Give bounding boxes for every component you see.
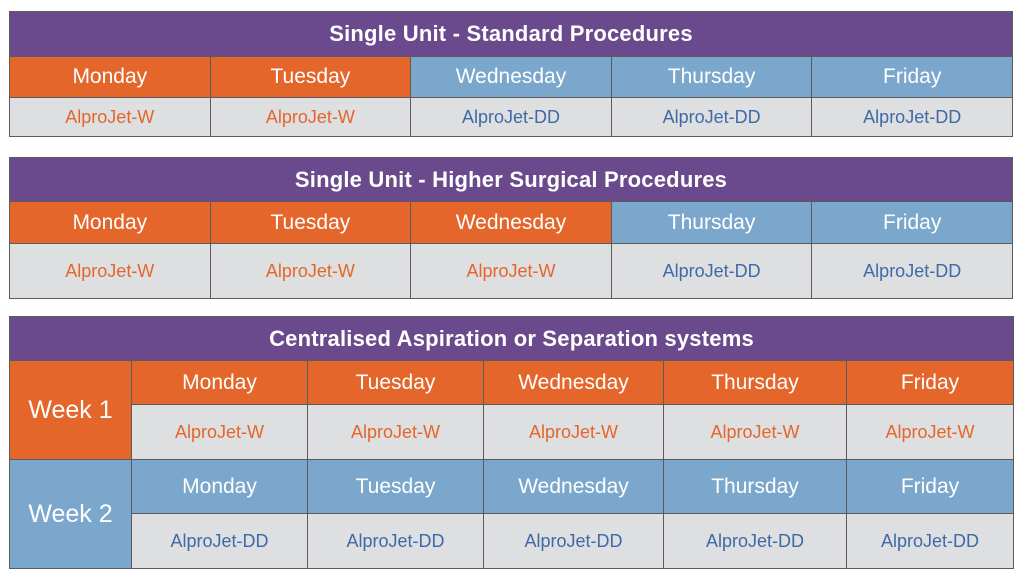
product-row: AlproJet-W AlproJet-W AlproJet-DD AlproJ…	[9, 97, 1013, 137]
product-cell-thursday: AlproJet-DD	[663, 513, 847, 569]
day-header-thursday: Thursday	[663, 459, 847, 514]
day-header-monday: Monday	[9, 56, 211, 98]
product-cell-wednesday: AlproJet-DD	[410, 97, 612, 137]
week-1-day-row: Week 1 Monday Tuesday Wednesday Thursday…	[9, 360, 1014, 460]
day-header-friday: Friday	[811, 201, 1013, 244]
standard-procedures-table: Single Unit - Standard Procedures Monday…	[9, 11, 1013, 137]
product-row: AlproJet-W AlproJet-W AlproJet-W AlproJe…	[9, 243, 1013, 299]
day-header-row: Monday Tuesday Wednesday Thursday Friday	[9, 201, 1013, 244]
day-header-thursday: Thursday	[610, 201, 813, 244]
week-1-product-row: AlproJet-W AlproJet-W AlproJet-W AlproJe…	[10, 404, 1014, 460]
product-cell-friday: AlproJet-W	[846, 404, 1014, 460]
day-header-monday: Monday	[9, 201, 211, 244]
day-header-tuesday: Tuesday	[209, 201, 412, 244]
product-cell-tuesday: AlproJet-W	[307, 404, 484, 460]
product-cell-monday: AlproJet-W	[9, 97, 211, 137]
day-header-row: Monday Tuesday Wednesday Thursday Friday	[9, 56, 1013, 98]
day-header-monday: Monday	[131, 459, 308, 514]
product-cell-thursday: AlproJet-DD	[610, 97, 813, 137]
product-cell-friday: AlproJet-DD	[846, 513, 1014, 569]
week-2-day-row: Week 2 Monday Tuesday Wednesday Thursday…	[9, 459, 1014, 569]
centralised-systems-table: Centralised Aspiration or Separation sys…	[9, 316, 1014, 569]
product-cell-wednesday: AlproJet-DD	[483, 513, 664, 569]
day-header-tuesday: Tuesday	[209, 56, 412, 98]
product-cell-wednesday: AlproJet-W	[410, 243, 612, 299]
day-header-wednesday: Wednesday	[483, 360, 664, 405]
product-cell-tuesday: AlproJet-DD	[307, 513, 484, 569]
product-cell-monday: AlproJet-W	[131, 404, 308, 460]
day-header-friday: Friday	[846, 360, 1014, 405]
table-title: Single Unit - Standard Procedures	[9, 11, 1013, 57]
day-header-wednesday: Wednesday	[483, 459, 664, 514]
day-header-tuesday: Tuesday	[307, 459, 484, 514]
product-cell-tuesday: AlproJet-W	[209, 97, 412, 137]
week-1-label: Week 1	[9, 360, 132, 460]
day-header-thursday: Thursday	[610, 56, 813, 98]
day-header-wednesday: Wednesday	[410, 201, 612, 244]
day-header-monday: Monday	[131, 360, 308, 405]
day-header-tuesday: Tuesday	[307, 360, 484, 405]
product-cell-monday: AlproJet-DD	[131, 513, 308, 569]
week-2-label: Week 2	[9, 459, 132, 569]
day-header-wednesday: Wednesday	[410, 56, 612, 98]
product-cell-friday: AlproJet-DD	[811, 97, 1013, 137]
product-cell-thursday: AlproJet-DD	[610, 243, 813, 299]
higher-surgical-procedures-table: Single Unit - Higher Surgical Procedures…	[9, 157, 1013, 299]
day-header-thursday: Thursday	[663, 360, 847, 405]
table-title: Centralised Aspiration or Separation sys…	[9, 316, 1014, 361]
product-cell-monday: AlproJet-W	[9, 243, 211, 299]
day-header-friday: Friday	[811, 56, 1013, 98]
day-header-friday: Friday	[846, 459, 1014, 514]
week-2-product-row: AlproJet-DD AlproJet-DD AlproJet-DD Alpr…	[10, 513, 1014, 569]
product-cell-wednesday: AlproJet-W	[483, 404, 664, 460]
table-title: Single Unit - Higher Surgical Procedures	[9, 157, 1013, 202]
product-cell-friday: AlproJet-DD	[811, 243, 1013, 299]
product-cell-tuesday: AlproJet-W	[209, 243, 412, 299]
product-cell-thursday: AlproJet-W	[663, 404, 847, 460]
